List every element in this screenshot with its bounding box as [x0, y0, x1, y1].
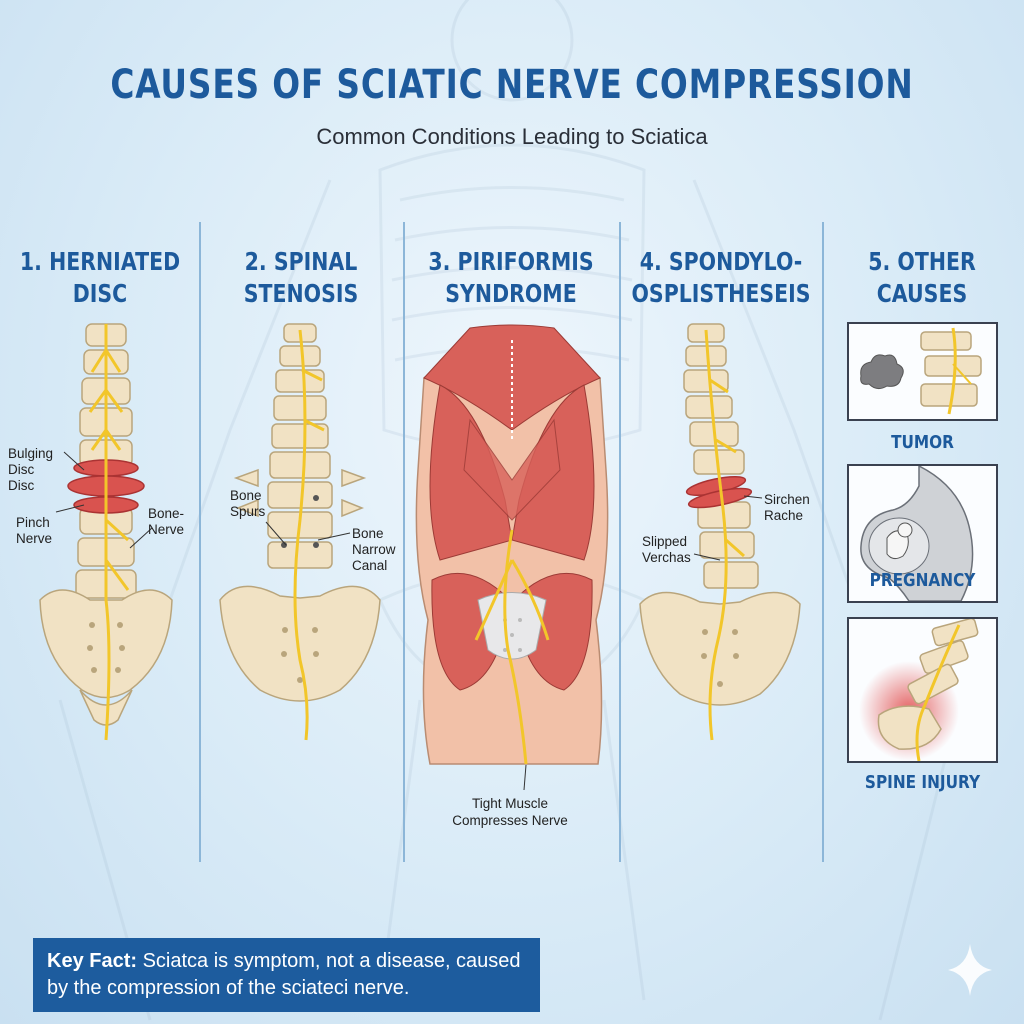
- caption-tumor: TUMOR: [891, 432, 954, 453]
- label-slipped-vertebra: Slipped Verchas: [642, 534, 691, 565]
- label-bulging-disc: Bulging Disc Disc: [8, 446, 54, 493]
- heading-piriformis-syndrome: 3. PIRIFORMIS SYNDROME: [423, 246, 598, 310]
- label-narrow-canal: Bone Narrow Canal: [352, 526, 396, 573]
- heading-line: STENOSIS: [243, 279, 359, 308]
- heading-line: OSPLISTHESEIS: [631, 279, 811, 308]
- heading-line: 4. SPONDYLO-: [639, 247, 803, 276]
- key-fact-label: Key Fact:: [47, 950, 138, 972]
- heading-herniated-disc: 1. HERNIATED DISC: [20, 246, 181, 310]
- page-title: CAUSES OF SCIATIC NERVE COMPRESSION: [110, 62, 914, 108]
- heading-line: 2. SPINAL: [244, 247, 358, 276]
- heading-other-causes: 5. OTHER CAUSES: [842, 246, 1003, 310]
- pregnancy-icon: [860, 464, 974, 602]
- caption-spine-injury: SPINE INJURY: [864, 772, 981, 793]
- heading-line: 3. PIRIFORMIS: [428, 247, 594, 276]
- heading-line: DISC: [72, 279, 128, 308]
- page-subtitle: Common Conditions Leading to Sciatica: [316, 124, 708, 149]
- column-divider: [199, 222, 201, 862]
- heading-spinal-stenosis: 2. SPINAL STENOSIS: [218, 246, 384, 310]
- panel-tumor: [847, 322, 998, 421]
- caption-pregnancy: PREGNANCY: [869, 570, 976, 591]
- panel-spine-injury: [847, 617, 998, 763]
- heading-line: 1. HERNIATED: [19, 247, 181, 276]
- column-divider: [619, 222, 621, 862]
- column-divider: [403, 222, 405, 862]
- label-bone-spurs: Bone Spurs: [230, 488, 266, 519]
- label-sirchen-rache: Sirchen Rache: [764, 492, 810, 523]
- spine-injury-icon: [859, 617, 979, 762]
- heading-line: CAUSES: [876, 279, 968, 308]
- label-bone-nerve: Bone- Nerve: [148, 506, 185, 537]
- label-tight-muscle: Tight Muscle Compresses Nerve: [452, 796, 568, 828]
- tumor-icon: [860, 327, 982, 415]
- heading-spondylolisthesis: 4. SPONDYLO- OSPLISTHESEIS: [619, 246, 824, 310]
- heading-line: SYNDROME: [445, 279, 577, 308]
- key-fact-box: Key Fact: Sciatca is symptom, not a dise…: [33, 938, 540, 1012]
- heading-line: 5. OTHER: [868, 247, 976, 276]
- column-divider: [822, 222, 824, 862]
- label-pinch-nerve: Pinch Nerve: [16, 515, 53, 546]
- panel-pregnancy: [847, 464, 998, 603]
- key-fact-text: Sciatca is symptom, not a disease, cause…: [47, 950, 521, 999]
